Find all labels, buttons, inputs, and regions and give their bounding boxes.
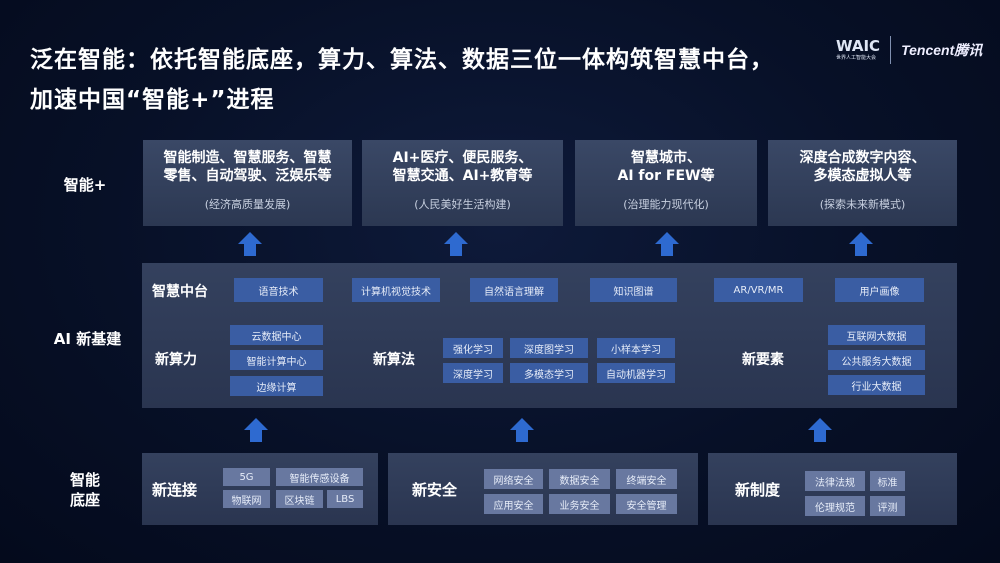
chip-network-security: 网络安全 — [484, 469, 543, 489]
chip-data-security: 数据安全 — [549, 469, 610, 489]
chip-endpoint-security: 终端安全 — [616, 469, 677, 489]
slide-title-line2: 加速中国“智能+”进程 — [30, 87, 275, 113]
chip-app-security: 应用安全 — [484, 494, 543, 514]
chip-lbs: LBS — [327, 490, 363, 508]
row-label-foundation: 智能 底座 — [69, 471, 100, 509]
top-box-livelihood: AI+医疗、便民服务、 智慧交通、AI+教育等(人民美好生活构建) — [362, 140, 563, 226]
chip-ar-vr: AR/VR/MR — [714, 278, 803, 302]
chip-ethics: 伦理规范 — [805, 496, 865, 516]
chip-cloud-dc: 云数据中心 — [230, 325, 323, 345]
chip-sensors: 智能传感设备 — [276, 468, 363, 486]
platform-label: 智慧中台 — [152, 284, 208, 300]
chip-cv: 计算机视觉技术 — [352, 278, 440, 302]
chip-speech: 语音技术 — [234, 278, 323, 302]
arrow-up-icon — [244, 418, 268, 442]
slide-title-line1: 泛在智能：依托智能底座，算力、算法、数据三位一体构筑智慧中台， — [30, 47, 774, 73]
top-box-future: 深度合成数字内容、 多模态虚拟人等(探索未来新模式) — [768, 140, 957, 226]
chip-rl: 强化学习 — [443, 338, 503, 358]
elements-label: 新要素 — [742, 352, 784, 368]
chip-5g: 5G — [223, 468, 270, 486]
top-box-economy: 智能制造、智慧服务、智慧 零售、自动驾驶、泛娱乐等(经济高质量发展) — [143, 140, 352, 226]
arrow-up-icon — [849, 232, 873, 256]
compute-label: 新算力 — [155, 352, 197, 368]
arrow-up-icon — [510, 418, 534, 442]
algorithm-label: 新算法 — [373, 352, 415, 368]
chip-business-security: 业务安全 — [549, 494, 610, 514]
chip-automl: 自动机器学习 — [597, 363, 675, 383]
chip-multimodal: 多模态学习 — [510, 363, 588, 383]
chip-security-mgmt: 安全管理 — [616, 494, 677, 514]
chip-edge: 边缘计算 — [230, 376, 323, 396]
chip-knowledge-graph: 知识图谱 — [590, 278, 677, 302]
chip-user-profile: 用户画像 — [835, 278, 924, 302]
security-label: 新安全 — [412, 481, 458, 499]
chip-deep-learning: 深度学习 — [443, 363, 503, 383]
chip-few-shot: 小样本学习 — [597, 338, 675, 358]
tencent-logo: Tencent腾讯 — [901, 42, 983, 58]
top-box-governance: 智慧城市、 AI for FEW等(治理能力现代化) — [575, 140, 757, 226]
chip-evaluation: 评测 — [870, 496, 905, 516]
arrow-up-icon — [808, 418, 832, 442]
logo-divider — [890, 36, 892, 64]
row-label-ai-infra: AI 新基建 — [53, 330, 122, 348]
chip-ai-compute: 智能计算中心 — [230, 350, 323, 370]
chip-public-data: 公共服务大数据 — [828, 350, 925, 370]
arrow-up-icon — [444, 232, 468, 256]
arrow-up-icon — [655, 232, 679, 256]
chip-graph-learning: 深度图学习 — [510, 338, 588, 358]
chip-industry-data: 行业大数据 — [828, 375, 925, 395]
row-label-smart-plus: 智能+ — [63, 176, 107, 194]
arrow-up-icon — [238, 232, 262, 256]
system-label: 新制度 — [735, 481, 781, 499]
chip-law: 法律法规 — [805, 471, 865, 491]
chip-blockchain: 区块链 — [276, 490, 323, 508]
connect-panel — [142, 453, 378, 525]
chip-internet-data: 互联网大数据 — [828, 325, 925, 345]
chip-standard: 标准 — [870, 471, 905, 491]
chip-iot: 物联网 — [223, 490, 270, 508]
connect-label: 新连接 — [152, 481, 198, 499]
chip-nlp: 自然语言理解 — [470, 278, 558, 302]
